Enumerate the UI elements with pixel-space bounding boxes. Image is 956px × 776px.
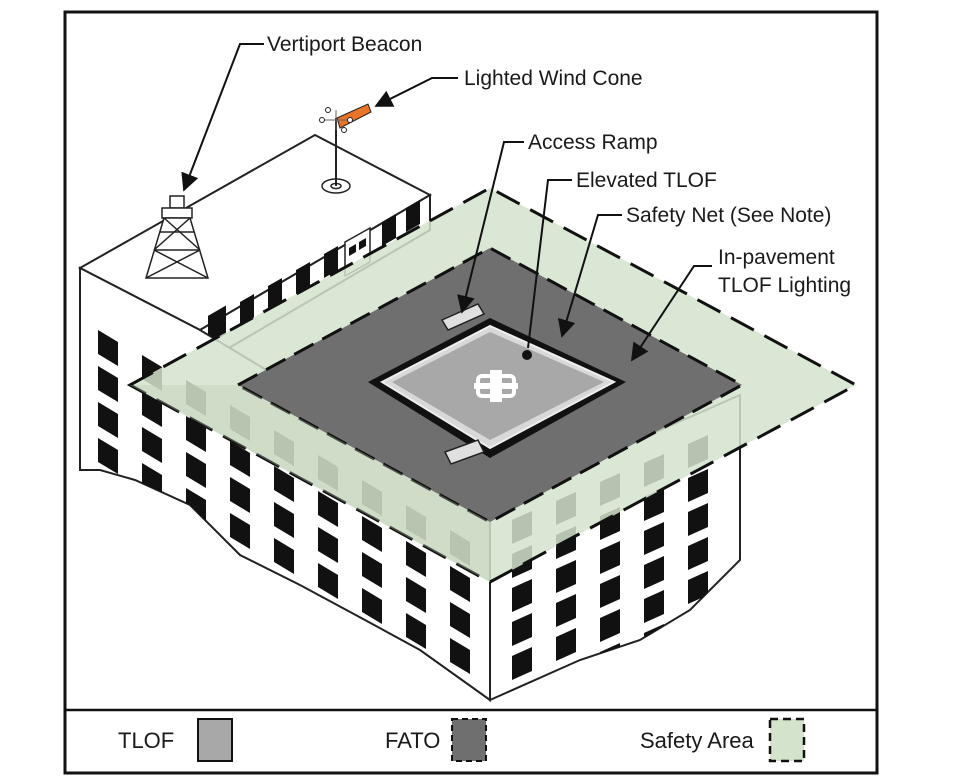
window xyxy=(644,522,664,555)
window xyxy=(556,560,576,593)
label-safety-net: Safety Net (See Note) xyxy=(626,204,831,227)
window xyxy=(142,535,162,571)
window xyxy=(318,563,338,599)
window xyxy=(512,647,532,680)
label-in-pavement-line1: In-pavement xyxy=(718,246,835,269)
legend-safety-area-swatch xyxy=(768,717,806,763)
window xyxy=(318,491,338,527)
label-elevated-tlof: Elevated TLOF xyxy=(576,169,717,192)
window xyxy=(230,585,250,621)
window xyxy=(406,541,426,577)
window xyxy=(556,594,576,627)
legend-fato-label: FATO xyxy=(385,728,440,753)
window xyxy=(186,560,206,596)
window xyxy=(688,503,708,536)
window xyxy=(230,621,250,657)
window xyxy=(688,571,708,604)
label-lighted-wind-cone: Lighted Wind Cone xyxy=(464,67,643,90)
figure-frame xyxy=(63,10,879,775)
window xyxy=(274,610,294,646)
window xyxy=(98,402,118,438)
window xyxy=(406,649,426,685)
window xyxy=(230,513,250,549)
leader-safety-net xyxy=(557,214,622,338)
legend-tlof-label: TLOF xyxy=(118,728,174,753)
window xyxy=(98,366,118,402)
window xyxy=(274,646,294,682)
beacon-tower-icon xyxy=(144,195,210,279)
window xyxy=(406,577,426,613)
leader-in-pavement xyxy=(631,265,712,362)
window xyxy=(362,588,382,624)
window xyxy=(362,660,382,696)
window xyxy=(688,537,708,570)
window xyxy=(142,499,162,535)
window xyxy=(362,516,382,552)
window xyxy=(230,477,250,513)
window xyxy=(406,685,426,700)
fato-edge-shade xyxy=(130,385,490,582)
window xyxy=(362,552,382,588)
window xyxy=(644,590,664,623)
window xyxy=(406,613,426,649)
leader-wind-cone xyxy=(374,77,458,107)
tlof-center-dot xyxy=(522,350,532,360)
landing-marking-icon xyxy=(474,370,518,402)
label-in-pavement-line2: TLOF Lighting xyxy=(718,274,851,297)
window xyxy=(318,635,338,671)
label-vertiport-beacon: Vertiport Beacon xyxy=(267,33,422,56)
window xyxy=(98,438,118,474)
window xyxy=(274,466,294,502)
window xyxy=(450,602,470,638)
window xyxy=(98,330,118,366)
window xyxy=(98,474,118,510)
leader-elevated-tlof xyxy=(527,179,572,349)
legend-fato-swatch xyxy=(451,718,487,762)
window xyxy=(644,556,664,589)
window xyxy=(186,452,206,488)
legend-tlof-swatch xyxy=(197,718,233,762)
window xyxy=(142,571,162,607)
window xyxy=(142,427,162,463)
window xyxy=(362,624,382,660)
window xyxy=(362,696,382,700)
window xyxy=(318,527,338,563)
window xyxy=(556,628,576,661)
window xyxy=(186,524,206,560)
leader-beacon xyxy=(181,43,264,192)
callout-leaders xyxy=(181,43,712,362)
penthouse-windows xyxy=(212,200,420,342)
window xyxy=(450,638,470,674)
window xyxy=(688,469,708,502)
window xyxy=(450,566,470,602)
window xyxy=(512,613,532,646)
label-access-ramp: Access Ramp xyxy=(528,131,658,154)
legend: TLOF FATO Safety Area xyxy=(118,717,806,763)
legend-safety-area-label: Safety Area xyxy=(640,728,755,753)
leader-access-ramp xyxy=(457,141,524,314)
window xyxy=(98,510,118,546)
window xyxy=(512,579,532,612)
window xyxy=(600,609,620,642)
window xyxy=(186,596,206,632)
window xyxy=(318,671,338,700)
window xyxy=(274,538,294,574)
window xyxy=(600,575,620,608)
window xyxy=(230,441,250,477)
wind-cone-icon xyxy=(319,103,372,194)
window xyxy=(98,546,118,582)
window xyxy=(274,502,294,538)
window xyxy=(600,541,620,574)
